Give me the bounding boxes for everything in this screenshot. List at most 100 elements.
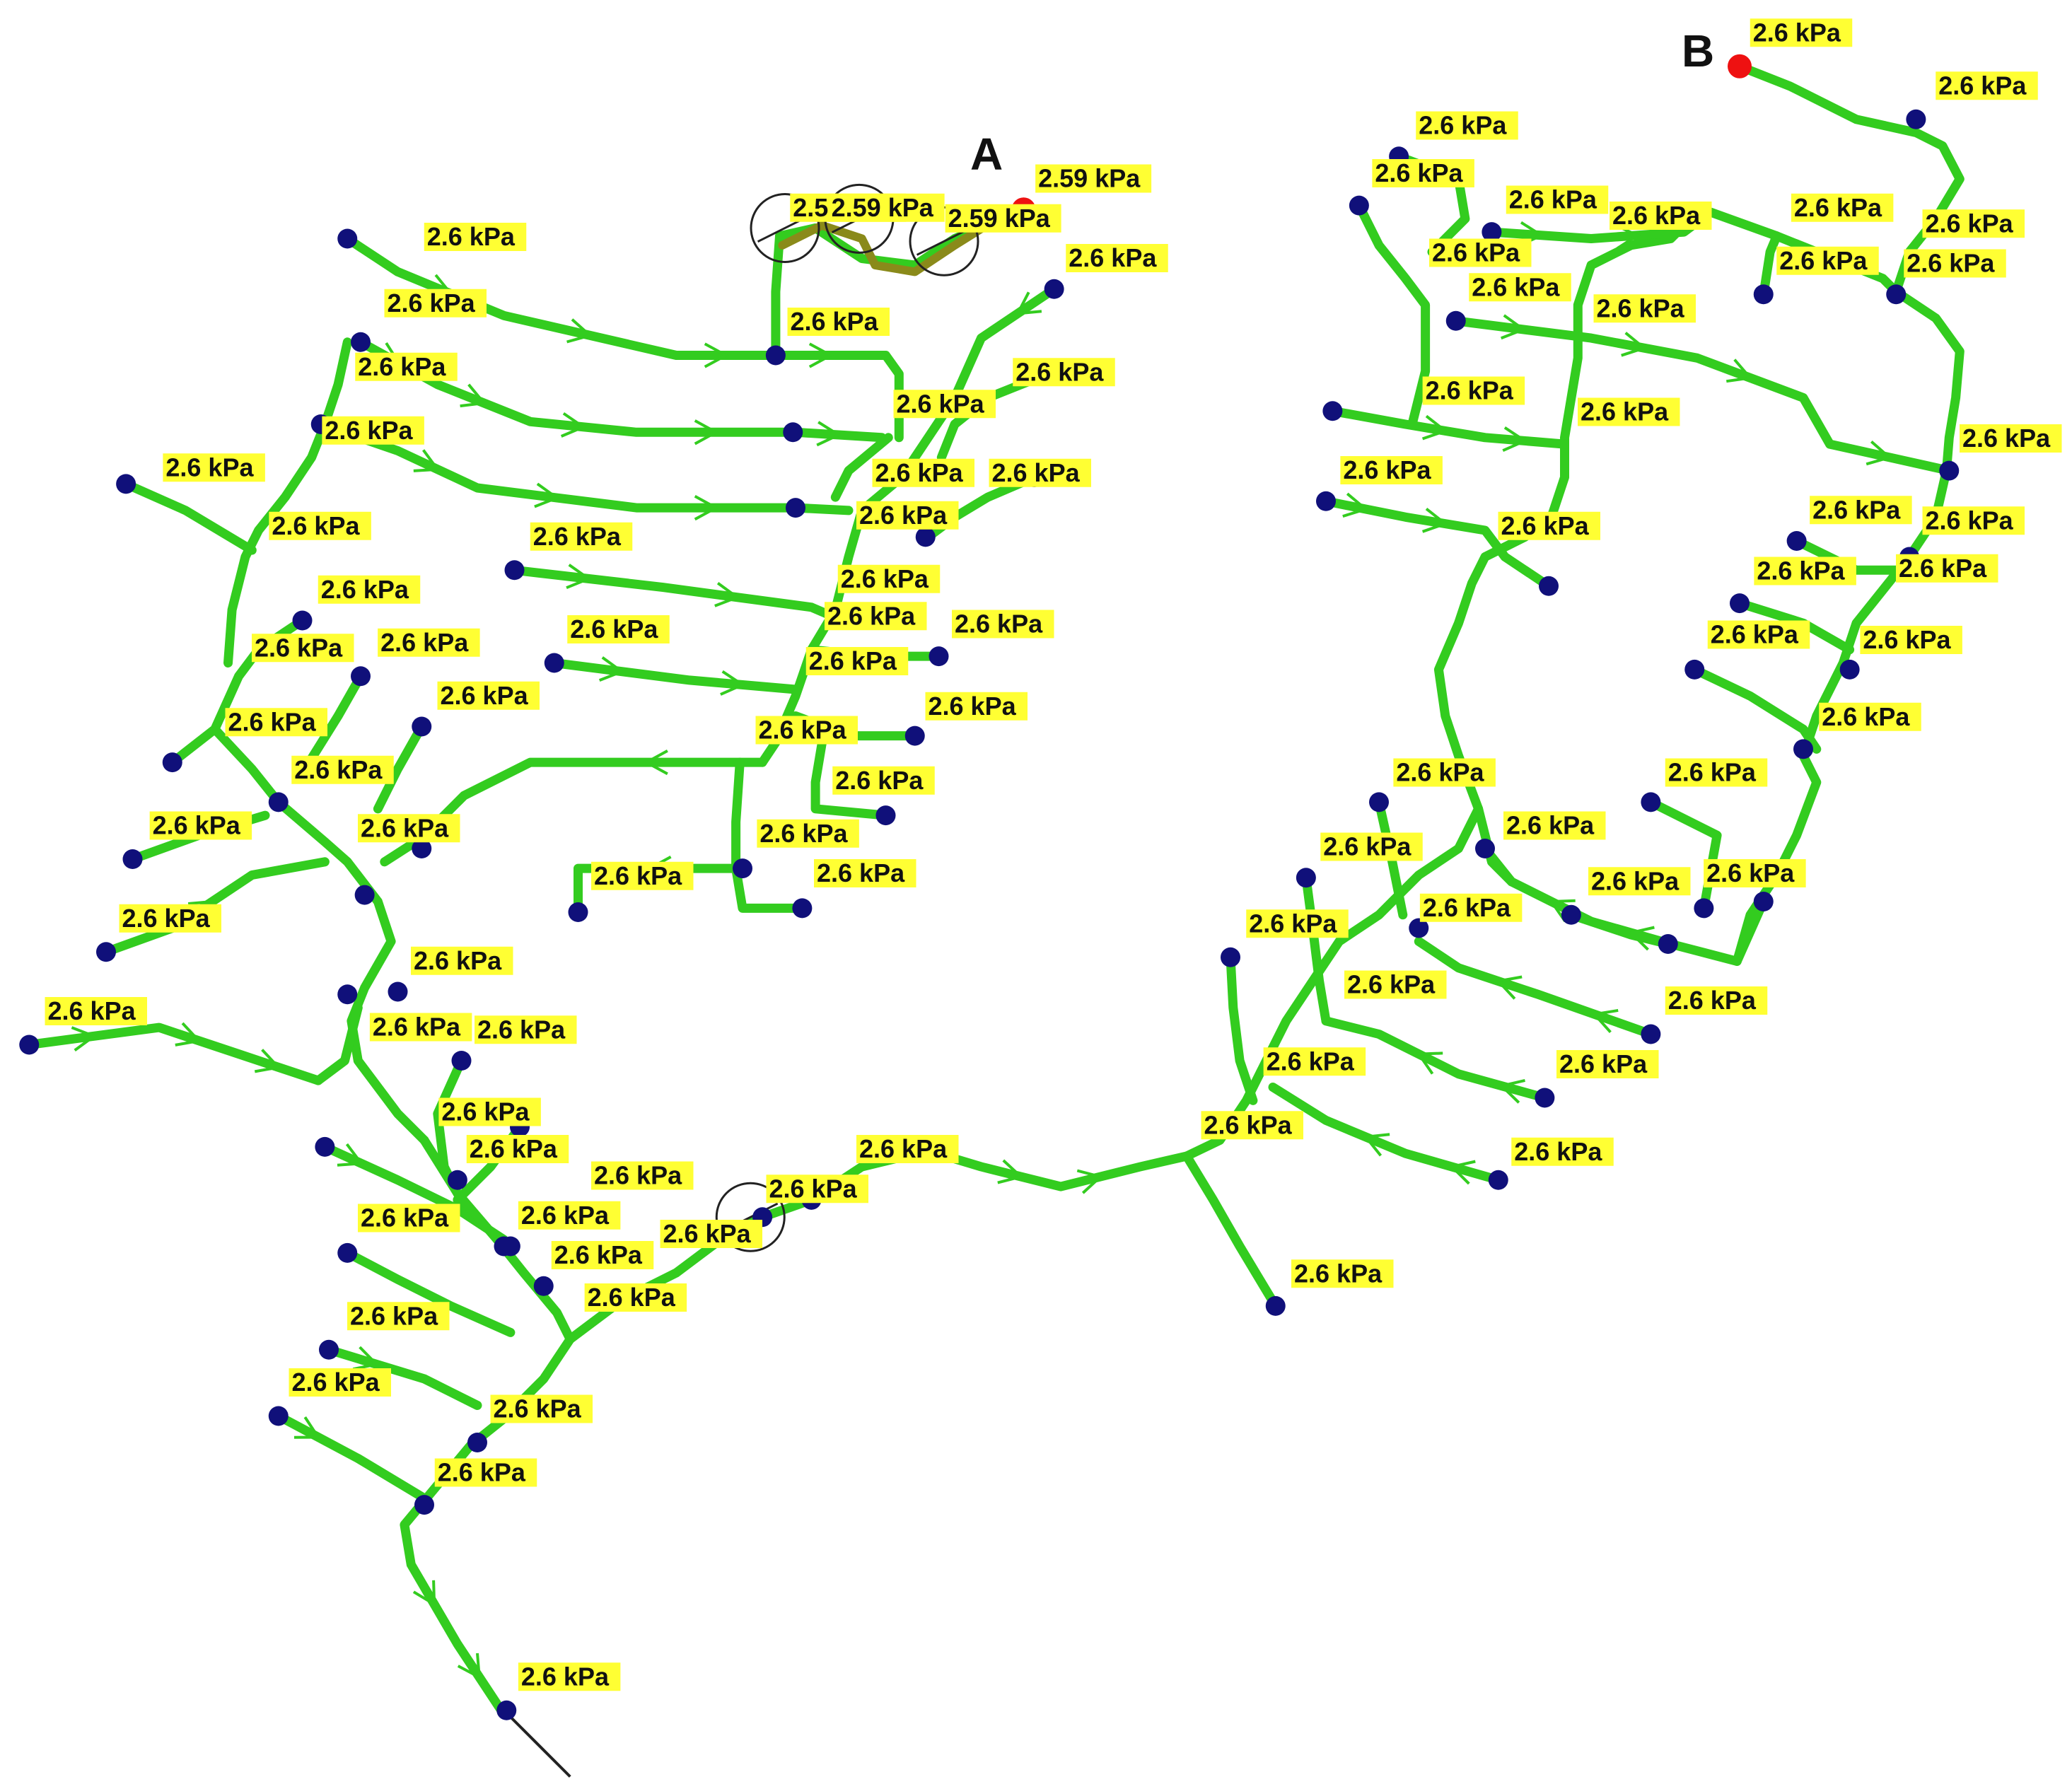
consumer-node[interactable] bbox=[1561, 904, 1581, 925]
consumer-node[interactable] bbox=[792, 898, 813, 919]
consumer-node[interactable] bbox=[1793, 739, 1813, 759]
consumer-node[interactable] bbox=[1684, 659, 1705, 680]
consumer-node[interactable] bbox=[96, 942, 116, 962]
consumer-node[interactable] bbox=[354, 885, 375, 905]
consumer-node[interactable] bbox=[1296, 868, 1316, 888]
consumer-node[interactable] bbox=[496, 1700, 517, 1720]
consumer-node[interactable] bbox=[1641, 792, 1661, 812]
pressure-value: 2.6 kPa bbox=[380, 628, 469, 657]
consumer-node[interactable] bbox=[319, 1339, 339, 1360]
consumer-node[interactable] bbox=[1535, 1088, 1555, 1108]
consumer-node[interactable] bbox=[1658, 934, 1678, 954]
pressure-value: 2.6 kPa bbox=[533, 522, 622, 551]
consumer-node[interactable] bbox=[544, 653, 564, 673]
flow-arrow-icon bbox=[254, 1049, 281, 1073]
consumer-node[interactable] bbox=[875, 805, 896, 826]
consumer-node[interactable] bbox=[904, 725, 925, 746]
consumer-node[interactable] bbox=[1641, 1024, 1661, 1044]
consumer-node[interactable] bbox=[1482, 222, 1502, 243]
consumer-node[interactable] bbox=[351, 666, 371, 687]
consumer-node[interactable] bbox=[162, 752, 182, 773]
pipe-segment bbox=[313, 1003, 363, 1085]
pressure-value: 2.6 kPa bbox=[594, 861, 682, 890]
consumer-node[interactable] bbox=[1322, 401, 1343, 421]
consumer-node[interactable] bbox=[786, 498, 805, 518]
pressure-value: 2.6 kPa bbox=[769, 1174, 858, 1203]
pressure-value: 2.6 kPa bbox=[1347, 970, 1436, 999]
consumer-node[interactable] bbox=[1475, 839, 1495, 858]
consumer-node[interactable] bbox=[1694, 898, 1714, 919]
consumer-node[interactable] bbox=[122, 849, 143, 869]
consumer-node[interactable] bbox=[414, 1495, 434, 1515]
consumer-node[interactable] bbox=[1730, 593, 1750, 614]
consumer-node[interactable] bbox=[1316, 491, 1336, 511]
consumer-node[interactable] bbox=[1349, 195, 1369, 216]
consumer-node[interactable] bbox=[1886, 284, 1907, 305]
consumer-node[interactable] bbox=[915, 527, 936, 547]
consumer-node[interactable] bbox=[1265, 1295, 1286, 1316]
pressure-value: 2.6 kPa bbox=[570, 614, 658, 643]
consumer-node[interactable] bbox=[504, 560, 525, 581]
consumer-node[interactable] bbox=[1488, 1170, 1508, 1190]
pipe-segment bbox=[1566, 910, 1673, 949]
consumer-node[interactable] bbox=[1786, 531, 1807, 551]
consumer-node[interactable] bbox=[467, 1433, 487, 1452]
consumer-node[interactable] bbox=[351, 332, 371, 352]
pressure-label: 2.6 kPa bbox=[1201, 1110, 1303, 1140]
pressure-value: 2.6 kPa bbox=[1794, 193, 1882, 222]
pressure-label: 2.6 kPa bbox=[1593, 293, 1696, 323]
pipe-segment bbox=[1374, 797, 1408, 920]
consumer-node[interactable] bbox=[733, 858, 752, 879]
consumer-node[interactable] bbox=[1939, 460, 1960, 481]
consumer-node[interactable] bbox=[1839, 659, 1860, 680]
flow-arrow-icon bbox=[997, 1159, 1024, 1184]
consumer-node[interactable] bbox=[1044, 279, 1064, 299]
consumer-node[interactable] bbox=[568, 902, 588, 922]
flow-arrow-icon bbox=[1421, 508, 1448, 533]
consumer-node[interactable] bbox=[268, 792, 289, 812]
flow-arrow-icon bbox=[714, 581, 740, 607]
source-node-b[interactable] bbox=[1728, 54, 1752, 78]
consumer-node[interactable] bbox=[447, 1170, 467, 1190]
consumer-node[interactable] bbox=[1906, 109, 1926, 129]
consumer-node[interactable] bbox=[1221, 947, 1240, 967]
consumer-node[interactable] bbox=[268, 1406, 289, 1426]
consumer-node[interactable] bbox=[1539, 576, 1559, 596]
consumer-node[interactable] bbox=[783, 422, 803, 443]
consumer-node[interactable] bbox=[315, 1136, 335, 1157]
pressure-value: 2.6 kPa bbox=[1822, 702, 1910, 731]
consumer-node[interactable] bbox=[765, 345, 786, 366]
consumer-node[interactable] bbox=[494, 1236, 514, 1257]
consumer-node[interactable] bbox=[116, 474, 136, 494]
consumer-node[interactable] bbox=[929, 646, 949, 667]
pressure-label: 2.6 kPa bbox=[925, 692, 1028, 721]
pressure-value: 2.6 kPa bbox=[759, 819, 848, 848]
pressure-label: 2.6 kPa bbox=[1904, 249, 2006, 278]
consumer-node[interactable] bbox=[1409, 918, 1429, 938]
consumer-node[interactable] bbox=[337, 228, 358, 249]
pressure-label: 2.6 kPa bbox=[1922, 209, 2025, 238]
consumer-node[interactable] bbox=[337, 984, 358, 1005]
consumer-node[interactable] bbox=[292, 610, 313, 631]
consumer-node[interactable] bbox=[1753, 892, 1774, 911]
consumer-node[interactable] bbox=[1753, 284, 1774, 305]
consumer-node[interactable] bbox=[337, 1242, 358, 1263]
consumer-node[interactable] bbox=[19, 1035, 40, 1055]
pressure-label: 2.6 kPa bbox=[530, 522, 633, 551]
consumer-node[interactable] bbox=[451, 1051, 472, 1071]
consumer-node[interactable] bbox=[388, 981, 408, 1002]
pressure-value: 2.6 kPa bbox=[759, 716, 847, 745]
consumer-node[interactable] bbox=[1445, 310, 1466, 331]
pressure-label: 2.6 kPa bbox=[856, 501, 959, 530]
pressure-label: 2.6 kPa bbox=[1896, 554, 1998, 583]
consumer-node[interactable] bbox=[533, 1276, 554, 1296]
pressure-value: 2.6 kPa bbox=[1757, 556, 1845, 585]
pipe-segment bbox=[342, 234, 904, 443]
consumer-node[interactable] bbox=[412, 839, 432, 858]
consumer-node[interactable] bbox=[412, 716, 432, 737]
pressure-value: 2.6 kPa bbox=[438, 1458, 526, 1487]
pressure-label: 2.6 kPa bbox=[787, 307, 890, 336]
consumer-node[interactable] bbox=[1369, 792, 1389, 812]
pressure-value: 2.6 kPa bbox=[414, 946, 502, 975]
pressure-value: 2.6 kPa bbox=[361, 813, 449, 842]
